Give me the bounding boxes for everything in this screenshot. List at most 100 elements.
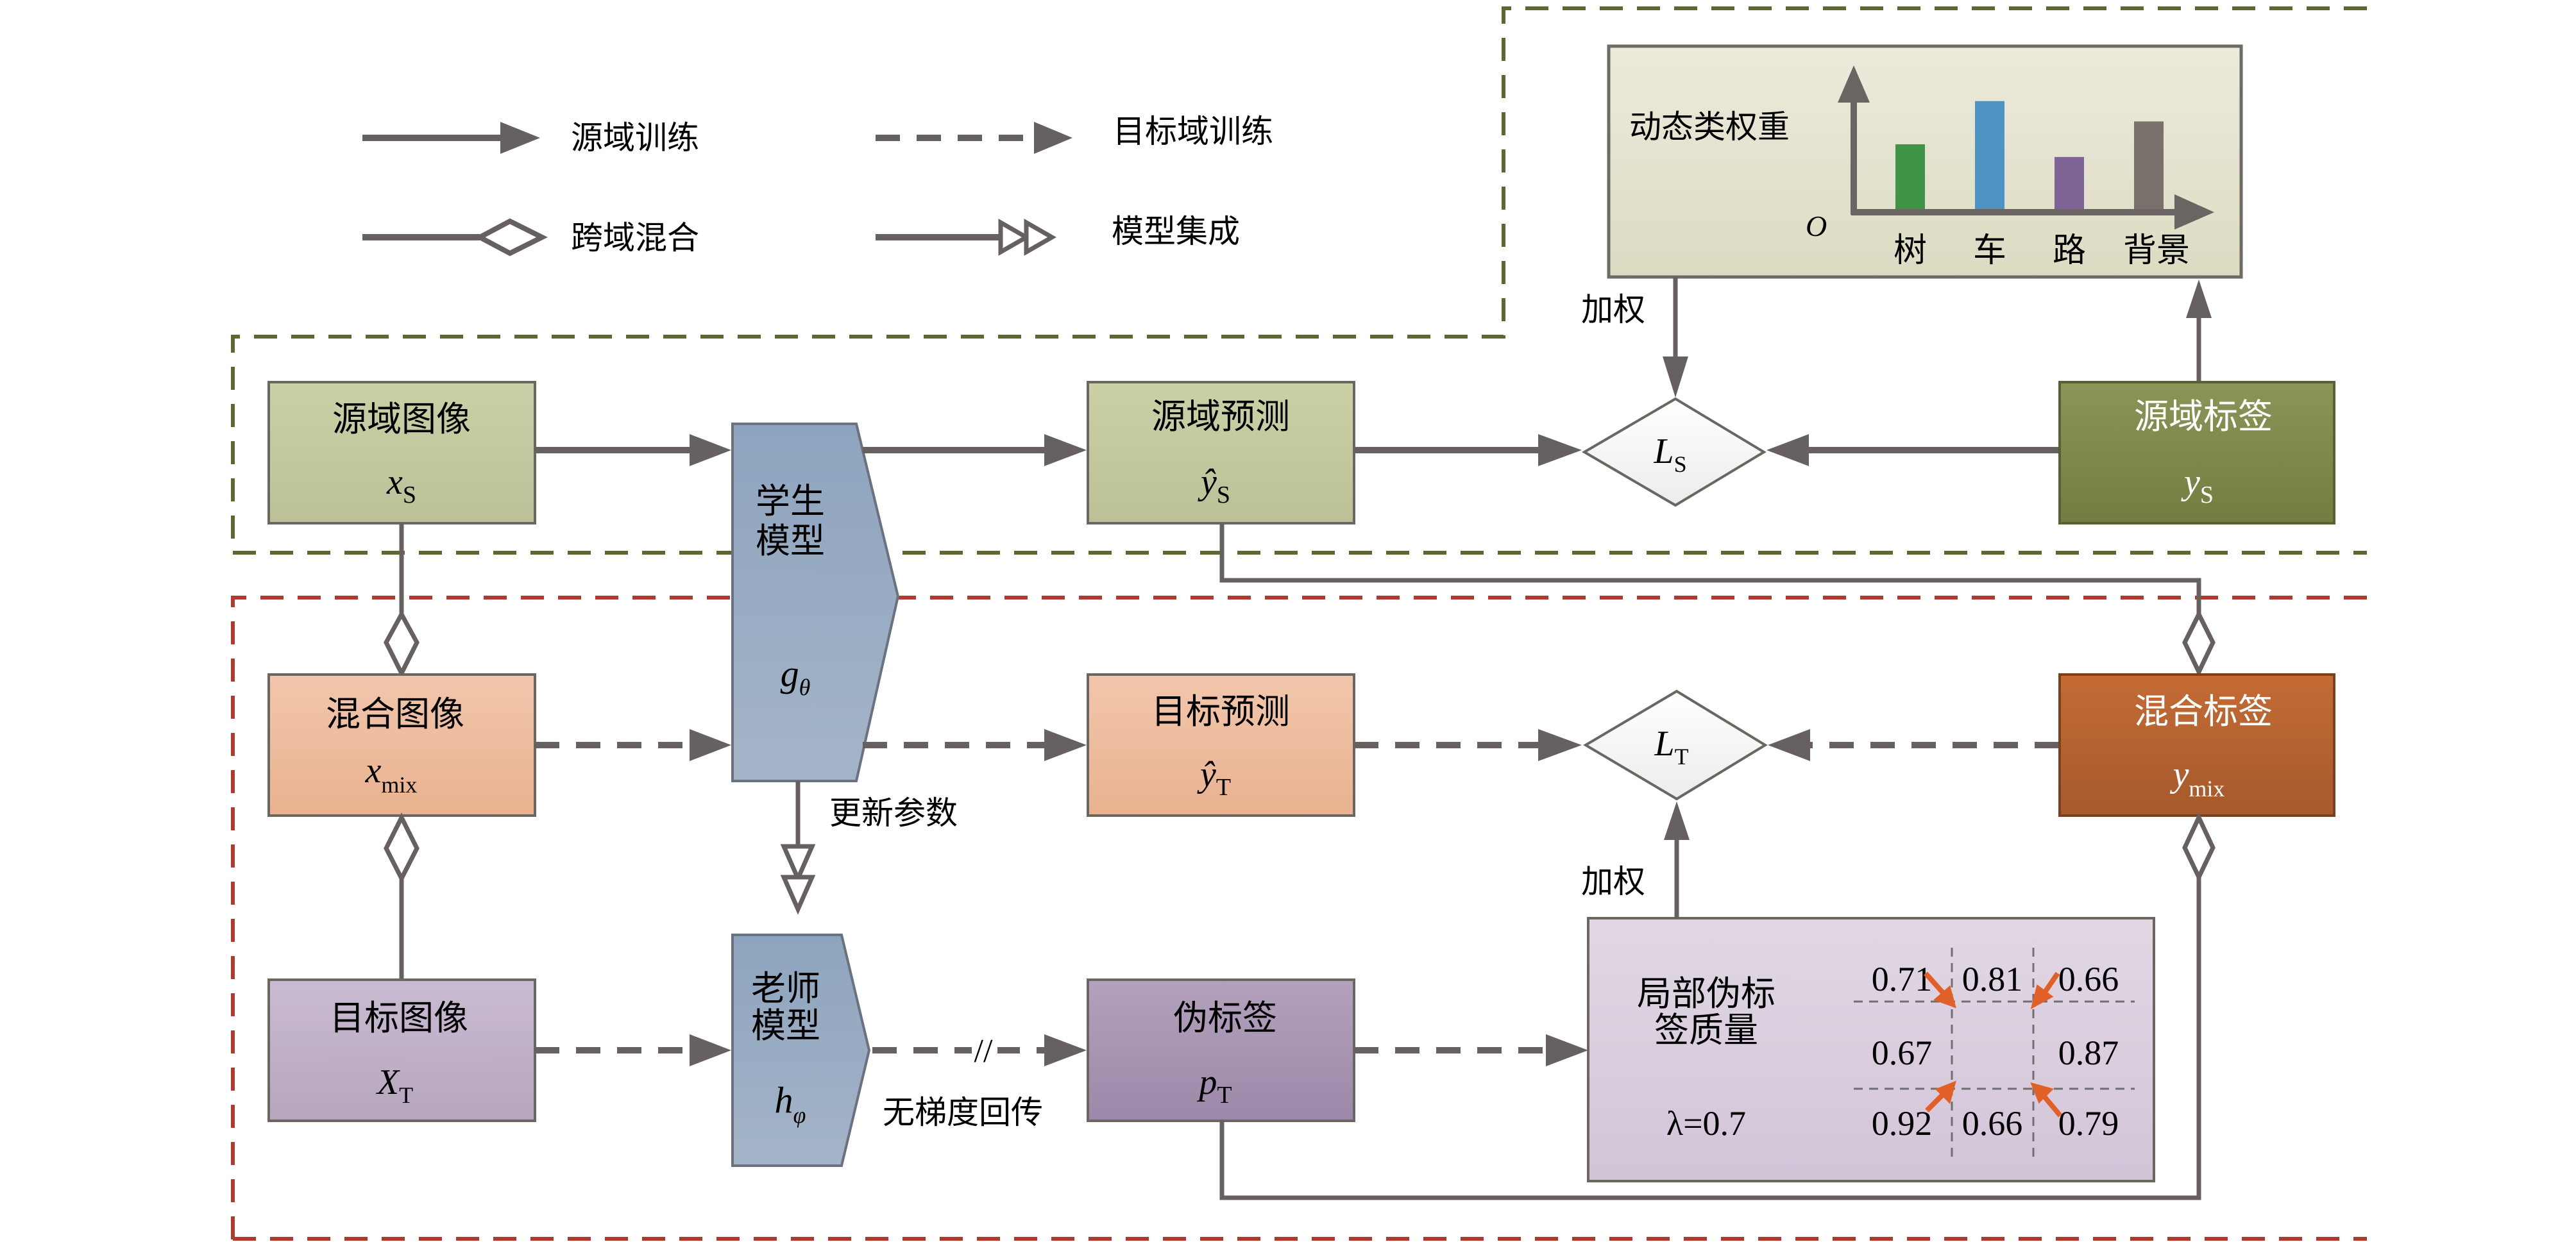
mix-diamond-icon xyxy=(384,609,419,678)
source-label-to-ls-arrow xyxy=(1767,434,2059,466)
mix-diamond-icon xyxy=(2182,812,2216,883)
source-label-title: 源域标签 xyxy=(2134,396,2273,437)
teacher-model-title-2: 模型 xyxy=(751,1005,820,1046)
mixed-label-symbol: ymix xyxy=(2170,755,2225,801)
weight-label-top: 加权 xyxy=(1581,291,1645,328)
quality-cell: 0.79 xyxy=(2058,1104,2119,1143)
source-prediction-symbol: ŷS xyxy=(1198,462,1230,508)
quality-cell: 0.66 xyxy=(1962,1104,2023,1143)
legend-diamond-connector-icon xyxy=(362,218,548,256)
source-label-node[interactable]: 源域标签 yS xyxy=(2058,381,2335,524)
orange-arrow-icon xyxy=(1933,985,1956,1009)
legend: 源域训练 目标域训练 跨域混合 模型集成 xyxy=(362,113,1273,256)
student-to-source-pred-arrow xyxy=(863,434,1087,466)
update-params-arrow xyxy=(780,781,816,915)
mix-diamond-icon xyxy=(384,812,419,884)
loss-source-symbol: LS xyxy=(1653,432,1686,477)
source-training-region xyxy=(231,6,2367,555)
quality-cell: 0.81 xyxy=(1962,960,2023,998)
chart-title: 动态类权重 xyxy=(1629,108,1790,146)
mix-diamond-icon xyxy=(2182,609,2216,678)
target-pred-to-lt-arrow xyxy=(1354,729,1582,761)
mixed-label-node[interactable]: 混合标签 ymix xyxy=(2058,673,2335,817)
target-prediction-title: 目标预测 xyxy=(1151,691,1290,732)
pseudo-to-mixed-label-connector xyxy=(1219,812,2216,1200)
pseudo-label-symbol: pT xyxy=(1196,1062,1232,1109)
weight-arrow-to-ls xyxy=(1663,277,1688,398)
source-label-symbol: yS xyxy=(2181,462,2214,508)
no-grad-label: 无梯度回传 xyxy=(883,1094,1043,1131)
weight-arrow-to-lt xyxy=(1664,801,1690,918)
mixed-image-symbol: xmix xyxy=(365,751,418,798)
quality-lambda: λ=0.7 xyxy=(1666,1104,1746,1143)
update-params-label: 更新参数 xyxy=(829,794,958,832)
source-prediction-title: 源域预测 xyxy=(1151,396,1290,437)
mixed-to-target-image-connector xyxy=(384,812,419,980)
target-image-symbol: XT xyxy=(376,1062,413,1108)
quality-highlight-arrows xyxy=(1924,971,2063,1118)
target-image-title: 目标图像 xyxy=(330,998,468,1038)
weight-label-bottom: 加权 xyxy=(1581,863,1645,900)
chart-x-axis xyxy=(1851,194,2214,230)
student-model-node[interactable]: 学生 模型 gθ xyxy=(731,423,900,782)
target-prediction-node[interactable]: 目标预测 ŷT xyxy=(1087,673,1355,817)
source-label-to-chart-arrow xyxy=(2186,280,2212,382)
chart-x-tick-label: 车 xyxy=(1973,231,2006,270)
pseudo-label-title: 伪标签 xyxy=(1173,998,1277,1038)
pseudo-label-node[interactable]: 伪标签 pT xyxy=(1087,978,1355,1122)
mixed-image-node[interactable]: 混合图像 xmix xyxy=(267,673,536,817)
chart-x-tick-label: 树 xyxy=(1894,231,1927,270)
quality-cell: 0.92 xyxy=(1872,1104,1933,1143)
target-prediction-symbol: ŷT xyxy=(1197,755,1231,801)
source-pred-to-ls-arrow xyxy=(1354,434,1582,466)
legend-double-arrow-icon xyxy=(876,218,1057,256)
chart-x-tick-labels: 树 车 路背景 xyxy=(1894,231,2190,270)
teacher-model-title-1: 老师 xyxy=(751,968,820,1009)
quality-cell: 0.71 xyxy=(1872,960,1933,998)
mixed-image-title: 混合图像 xyxy=(326,694,464,734)
source-image-node[interactable]: 源域图像 xS xyxy=(267,381,536,524)
student-model-title-2: 模型 xyxy=(756,521,825,561)
loss-source-node[interactable]: LS xyxy=(1582,397,1767,507)
mixed-label-title: 混合标签 xyxy=(2134,691,2273,732)
mixed-label-to-lt-arrow xyxy=(1768,729,2059,761)
chart-x-tick-label: 路 xyxy=(2053,231,2086,270)
quality-cell: 0.66 xyxy=(2058,960,2119,998)
legend-model-ensemble-label: 模型集成 xyxy=(1112,213,1240,250)
chart-bar-1 xyxy=(1895,144,1925,210)
source-prediction-node[interactable]: 源域预测 ŷS xyxy=(1087,381,1355,524)
source-pred-to-mixed-label-connector xyxy=(1219,523,2216,678)
target-to-teacher-arrow xyxy=(535,1034,731,1066)
quality-grid-lines xyxy=(1854,948,2135,1161)
source-to-student-arrow xyxy=(535,434,731,466)
target-training-region xyxy=(231,596,2367,1242)
source-image-title: 源域图像 xyxy=(332,399,471,439)
chart-bar-2 xyxy=(1975,101,2004,210)
chart-x-tick-label: 背景 xyxy=(2123,231,2190,270)
quality-title-2: 签质量 xyxy=(1654,1010,1758,1050)
mixed-to-student-arrow xyxy=(535,729,731,761)
chart-origin-label: O xyxy=(1806,210,1827,242)
chart-y-axis xyxy=(1838,65,1870,215)
quality-cell: 0.87 xyxy=(2058,1034,2119,1072)
loss-target-node[interactable]: LT xyxy=(1583,689,1768,801)
orange-arrow-icon xyxy=(2030,984,2054,1009)
student-to-target-pred-arrow xyxy=(863,729,1087,761)
teacher-model-node[interactable]: 老师 模型 hφ xyxy=(731,934,871,1167)
source-image-symbol: xS xyxy=(386,462,416,508)
student-model-title-1: 学生 xyxy=(756,481,825,521)
loss-target-symbol: LT xyxy=(1654,724,1688,769)
student-model-symbol: gθ xyxy=(781,653,811,700)
orange-arrow-icon xyxy=(2030,1082,2054,1104)
legend-source-training-label: 源域训练 xyxy=(571,119,699,156)
stop-gradient-mark: // xyxy=(974,1033,993,1070)
chart-bar-4 xyxy=(2134,121,2164,210)
legend-solid-arrow-icon xyxy=(362,122,540,154)
target-image-node[interactable]: 目标图像 XT xyxy=(267,978,536,1122)
orange-arrow-icon xyxy=(1935,1080,1956,1104)
chart-bars xyxy=(1895,101,2164,210)
class-weight-chart-panel: 动态类权重 O 树 车 路背景 xyxy=(1607,44,2243,279)
